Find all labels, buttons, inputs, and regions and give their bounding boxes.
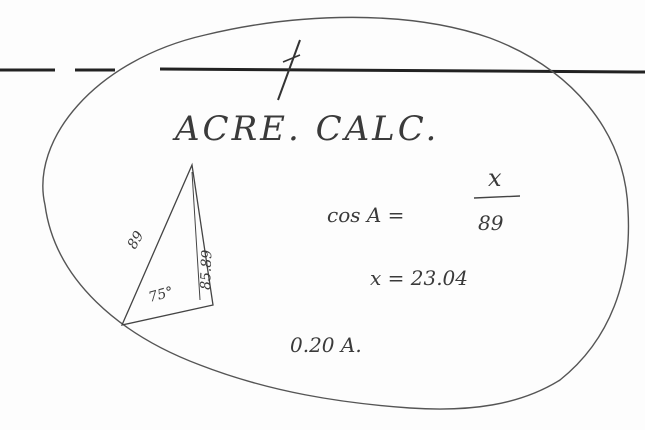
- note-title: ACRE. CALC.: [172, 109, 439, 149]
- fraction-bar: [473, 195, 521, 199]
- triangle-hypotenuse-label: 89: [125, 228, 148, 252]
- top-rule-line: [0, 67, 645, 74]
- triangle-opposite-label: 85.89: [198, 249, 215, 290]
- result-line: x = 23.04: [370, 266, 468, 290]
- fraction-denominator: 89: [478, 211, 504, 235]
- triangle-diagram: 89 75° 85.89: [120, 162, 215, 326]
- area-line: 0.20 A.: [290, 333, 362, 357]
- trig-lhs: cos A =: [327, 203, 404, 227]
- mark-one: 1: [277, 39, 301, 101]
- fraction-numerator: x: [488, 164, 502, 192]
- triangle-angle-label: 75°: [147, 284, 175, 306]
- boundary-outline: [42, 16, 630, 410]
